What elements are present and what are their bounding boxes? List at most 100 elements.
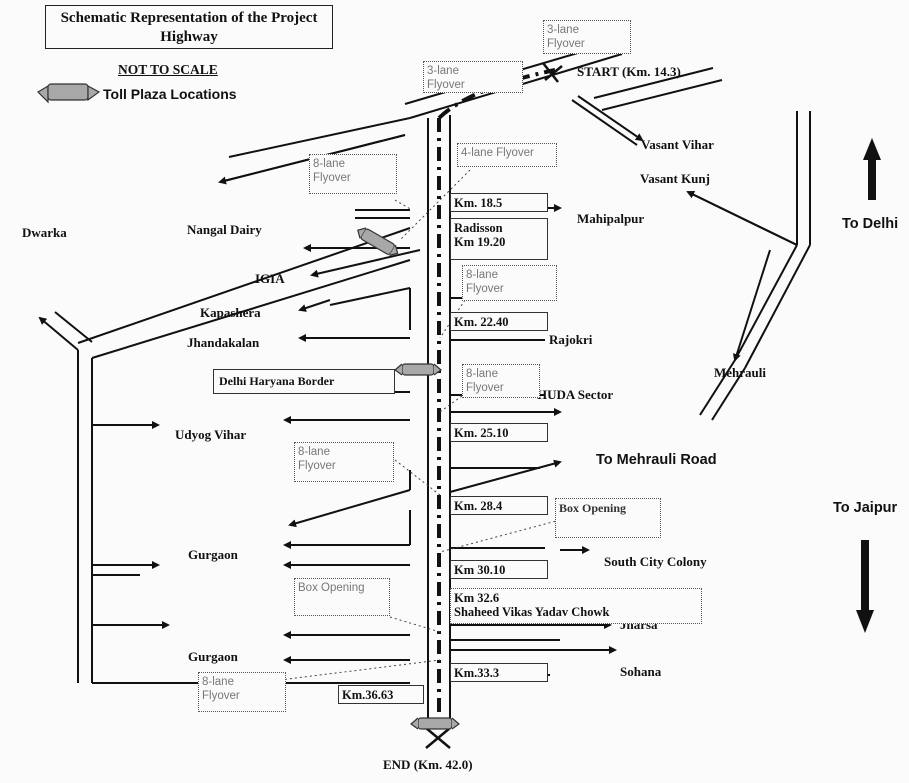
km-22-40-marker: Km. 22.40 <box>450 312 548 331</box>
flyover-callout-6: 8-lane Flyover <box>462 364 540 398</box>
km-30-10-marker: Km 30.10 <box>450 560 548 579</box>
flyover-2-line-1: 3-lane <box>427 65 459 77</box>
to-mehrauli-road-label: To Mehrauli Road <box>596 452 717 468</box>
place-vasant-vihar: Vasant Vihar <box>641 137 714 152</box>
place-rajokri: Rajokri <box>549 332 593 347</box>
road-dwarka <box>54 311 93 343</box>
flyover-6-line-2: Flyover <box>466 382 504 394</box>
radisson-line-1: Radisson <box>454 221 503 235</box>
to-delhi-arrowhead <box>863 138 881 160</box>
arrow-gurgaon-diag <box>288 489 411 528</box>
flyover-callout-2: 3-lane Flyover <box>423 61 523 93</box>
place-south-city-colony: South City Colony <box>604 554 707 569</box>
to-jaipur-arrowhead <box>856 610 874 633</box>
place-kapashera: Kapashera <box>200 305 261 320</box>
toll-plaza-1 <box>357 227 399 256</box>
toll-plaza-legend-icon <box>37 83 101 104</box>
flyover-8-line-2: Flyover <box>202 690 240 702</box>
leader-f7 <box>394 459 441 496</box>
flyover-5-line-2: Flyover <box>466 283 504 295</box>
km-25-10-marker: Km. 25.10 <box>450 423 548 442</box>
km-32-6-marker: Km 32.6 Shaheed Vikas Yadav Chowk <box>450 588 702 624</box>
leader-f8 <box>279 659 441 681</box>
title-line-2: Highway <box>160 29 218 45</box>
road-ne-2 <box>601 79 723 111</box>
end-label: END (Km. 42.0) <box>383 757 473 772</box>
road-west-1 <box>228 117 411 158</box>
flyover-7-line-2: Flyover <box>298 460 336 472</box>
title-line-1: Schematic Representation of the Project <box>60 10 318 26</box>
place-vasant-kunj: Vasant Kunj <box>640 171 710 186</box>
road-mehrauli-4 <box>711 367 746 421</box>
flyover-callout-3: 8-lane Flyover <box>309 154 397 194</box>
place-jhandakalan: Jhandakalan <box>187 335 260 350</box>
toll-plaza-3 <box>410 717 460 730</box>
place-mahipalpur: Mahipalpur <box>577 211 645 226</box>
delhi-haryana-border-label: Delhi Haryana Border <box>213 369 395 394</box>
shaheed-chowk-line: Shaheed Vikas Yadav Chowk <box>454 605 610 619</box>
road-mehrauli-3 <box>699 359 736 416</box>
leader-box2 <box>389 616 441 633</box>
km-18-5-marker: Km. 18.5 <box>450 193 548 212</box>
arrow-dwarka <box>38 316 79 351</box>
place-igia: IGIA <box>255 271 285 286</box>
flyover-callout-4: 4-lane Flyover <box>457 143 557 167</box>
km-32-6-line: Km 32.6 <box>454 591 500 605</box>
start-cross-b <box>544 65 563 81</box>
road-vasant-vihar <box>571 99 638 146</box>
flyover-2-line-2: Flyover <box>427 79 465 91</box>
place-sohana: Sohana <box>620 664 662 679</box>
radisson-line-2: Km 19.20 <box>454 235 506 249</box>
arrow-igia <box>310 249 421 278</box>
flyover-callout-7: 8-lane Flyover <box>294 442 394 482</box>
box-opening-callout-2: Box Opening <box>294 578 390 616</box>
arrow-vasant-kunj <box>686 191 798 246</box>
place-nangal-dairy: Nangal Dairy <box>187 222 262 237</box>
road-mehrauli-2 <box>744 244 811 369</box>
place-dwarka: Dwarka <box>22 225 67 240</box>
km-28-4-marker: Km. 28.4 <box>450 496 548 515</box>
road-mehrauli-1 <box>734 244 798 361</box>
flyover-callout-8: 8-lane Flyover <box>198 672 286 712</box>
arrow-vasant-vihar <box>577 95 644 142</box>
diagram-title: Schematic Representation of the Project … <box>45 5 333 49</box>
arrow-kapashera <box>298 299 331 312</box>
flyover-3-line-2: Flyover <box>313 172 351 184</box>
place-huda-sector: HUDA Sector <box>537 387 614 402</box>
flyover-callout-1: 3-lane Flyover <box>543 20 631 54</box>
to-delhi-shaft <box>868 158 876 200</box>
leader-f4 <box>399 169 471 241</box>
road-igia-2 <box>91 259 411 359</box>
not-to-scale-note: NOT TO SCALE <box>118 62 218 77</box>
toll-plaza-2 <box>394 363 442 376</box>
arrow-mehrauli <box>733 249 771 362</box>
place-mehrauli: Mehrauli <box>714 365 766 380</box>
flyover-6-line-1: 8-lane <box>466 368 498 380</box>
flyover-7-line-1: 8-lane <box>298 446 330 458</box>
place-udyog-vihar: Udyog Vihar <box>175 427 247 442</box>
flyover-8-line-1: 8-lane <box>202 676 234 688</box>
leader-box1 <box>439 519 561 553</box>
flyover-4-line-1: 4-lane Flyover <box>461 147 534 159</box>
place-gurgaon-1: Gurgaon <box>188 547 238 562</box>
arrow-mehrauli-road <box>449 459 562 493</box>
km-33-3-marker: Km.33.3 <box>450 663 548 682</box>
road-igia-1 <box>77 227 411 344</box>
to-delhi-label: To Delhi <box>842 216 899 232</box>
box-opening-callout-1: Box Opening <box>555 498 661 538</box>
place-gurgaon-2: Gurgaon <box>188 649 238 664</box>
leader-f3 <box>394 199 413 211</box>
flyover-5-line-1: 8-lane <box>466 269 498 281</box>
flyover-callout-5: 8-lane Flyover <box>462 265 557 301</box>
flyover-1-line-2: Flyover <box>547 38 585 50</box>
flyover-3-line-1: 8-lane <box>313 158 345 170</box>
toll-legend-label: Toll Plaza Locations <box>103 86 237 102</box>
to-jaipur-label: To Jaipur <box>833 500 898 516</box>
km-36-63-marker: Km.36.63 <box>338 685 424 704</box>
to-jaipur-shaft <box>861 540 869 612</box>
flyover-1-line-1: 3-lane <box>547 24 579 36</box>
highway-start-curve <box>437 68 556 120</box>
start-label: START (Km. 14.3) <box>577 64 681 79</box>
